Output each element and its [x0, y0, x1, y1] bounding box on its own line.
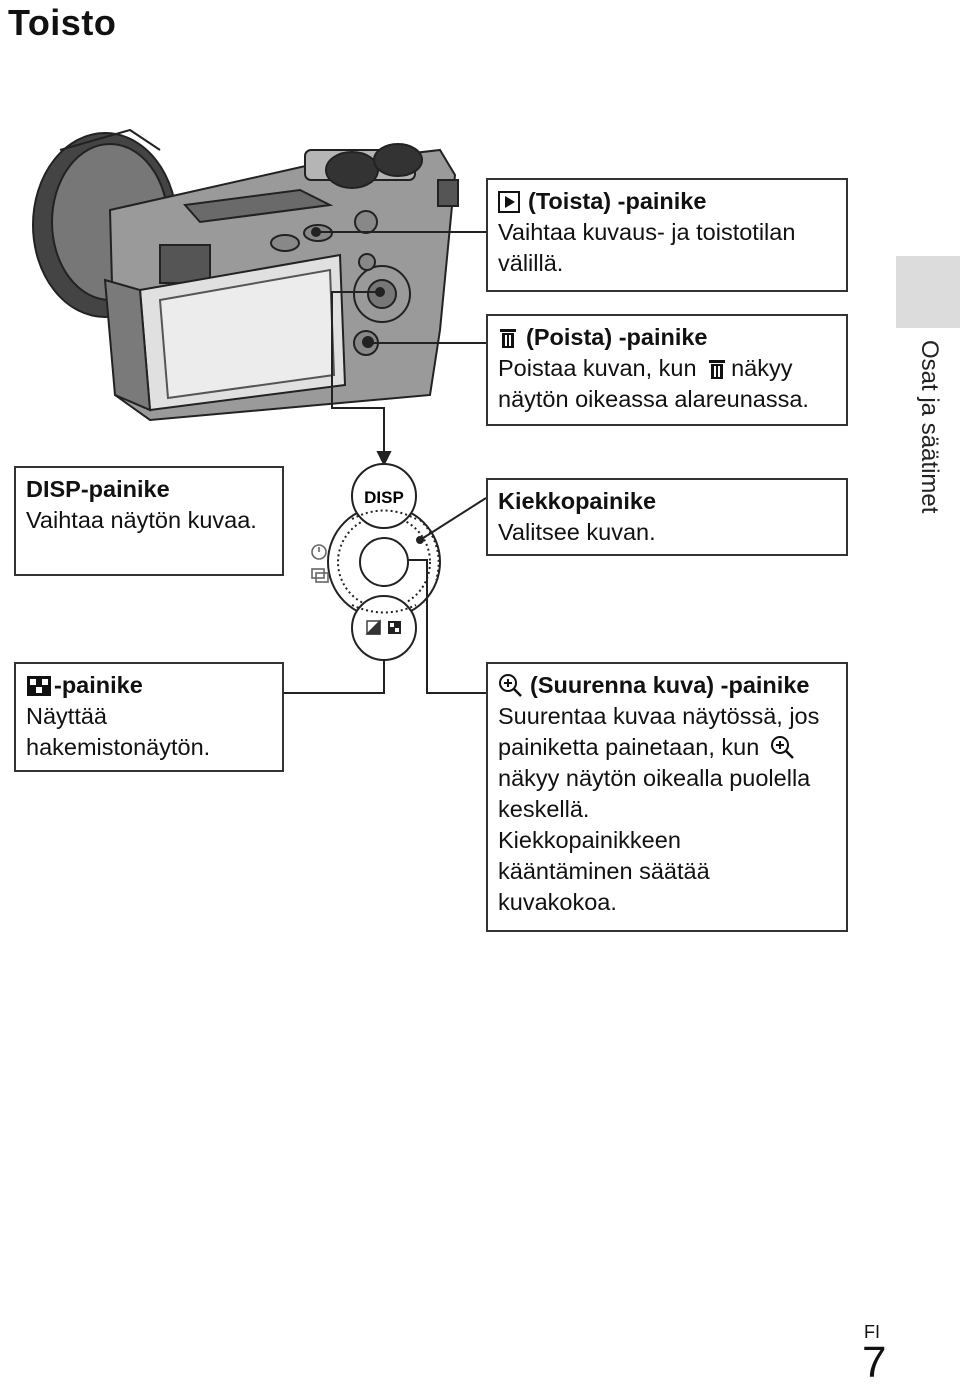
- callout-control-wheel: Kiekkopainike Valitsee kuvan.: [486, 478, 848, 556]
- index-grid-icon: [388, 621, 401, 634]
- index-grid-icon: [27, 676, 51, 696]
- page-title: Toisto: [8, 2, 117, 43]
- zoom-in-icon: [770, 736, 794, 759]
- self-timer-icon: [311, 544, 327, 560]
- section-tab: [896, 256, 960, 328]
- callout-zoom-heading: (Suurenna kuva) -painike: [498, 670, 836, 701]
- section-label: Osat ja säätimet: [916, 340, 943, 514]
- trash-icon: [709, 360, 726, 379]
- control-wheel: [327, 463, 441, 661]
- camera-body: [103, 143, 459, 422]
- zoom-in-icon: [499, 674, 522, 697]
- disp-label: DISP: [364, 488, 404, 507]
- callout-delete-heading: (Poista) -painike: [498, 322, 836, 353]
- exposure-compensation-icon: [365, 619, 381, 635]
- language-code: FI: [864, 1322, 880, 1342]
- callout-play-button: (Toista) -painike Vaihtaa kuvaus- ja toi…: [486, 178, 848, 292]
- callout-disp-button: DISP-painike Vaihtaa näytön kuvaa.: [14, 466, 284, 576]
- play-icon: [498, 191, 520, 213]
- leader-lines: [284, 227, 487, 694]
- callout-play-heading: (Toista) -painike: [498, 186, 836, 217]
- callout-index-heading: -painike: [26, 670, 272, 701]
- callout-index-button: -painike Näyttää hakemistonäytön.: [14, 662, 284, 772]
- page-number: 7: [862, 1338, 887, 1387]
- continuous-drive-icon: [311, 568, 329, 583]
- callout-zoom-button: (Suurenna kuva) -painike Suurentaa kuvaa…: [486, 662, 848, 932]
- callout-delete-button: (Poista) -painike Poistaa kuvan, kun näk…: [486, 314, 848, 426]
- trash-icon: [500, 329, 516, 348]
- camera-lcd-screen: [138, 253, 347, 412]
